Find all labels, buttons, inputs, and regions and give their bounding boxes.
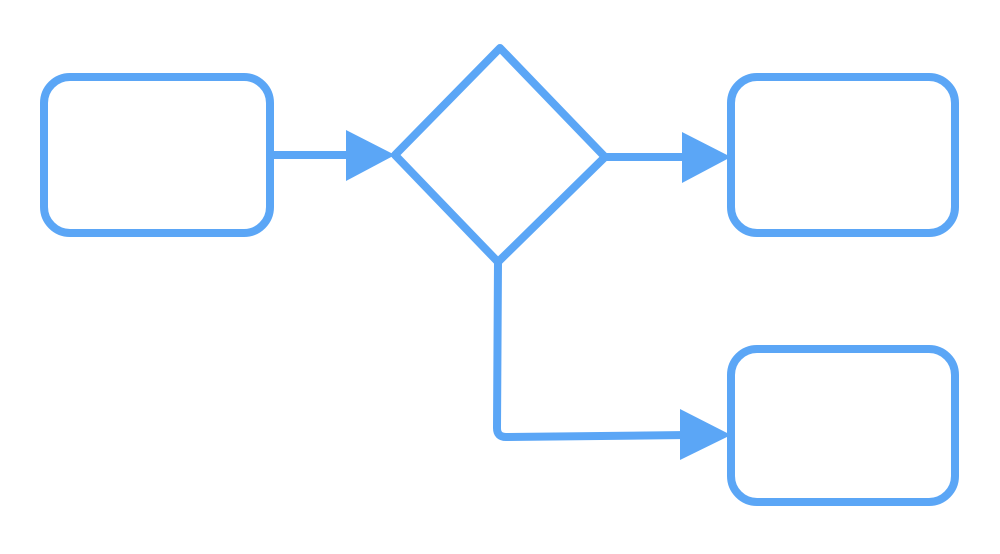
node-outcome-b	[727, 345, 959, 506]
arrowhead-decision-to-outcome-b	[680, 409, 731, 460]
node-start	[40, 73, 274, 237]
node-outcome-a	[727, 73, 959, 237]
edge-decision-to-outcome-b	[493, 258, 692, 441]
arrowhead-decision-to-outcome-a	[682, 132, 731, 183]
node-decision	[391, 44, 609, 266]
arrowhead-start-to-decision	[346, 130, 395, 181]
